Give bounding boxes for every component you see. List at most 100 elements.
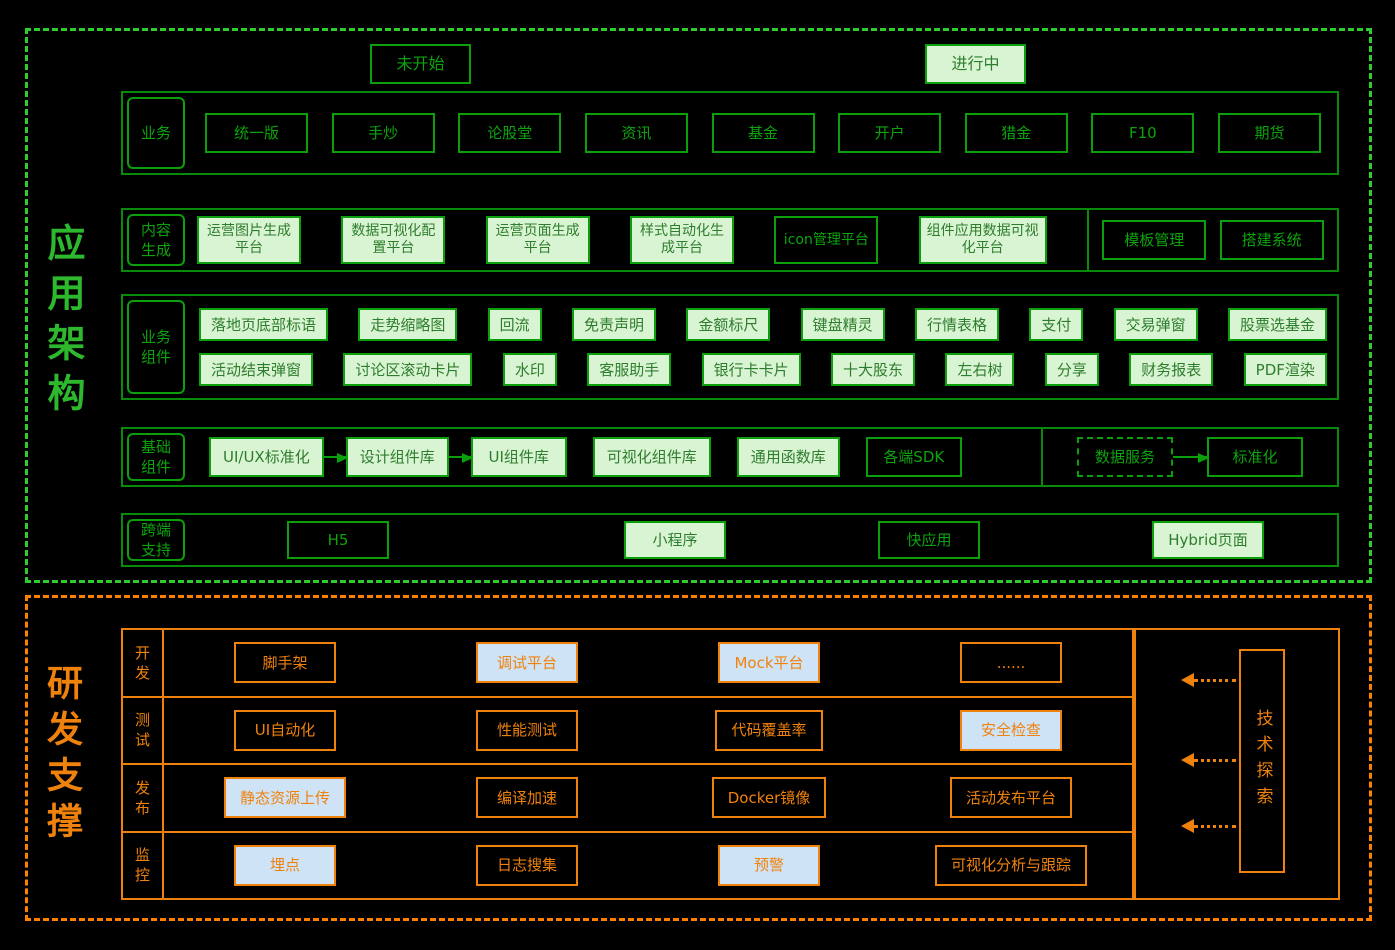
row-label: 开发 <box>123 630 164 696</box>
diagram-node: 走势缩略图 <box>358 308 458 341</box>
diagram-node: UI组件库 <box>470 437 567 477</box>
arrow-left-icon <box>1181 753 1236 767</box>
arrow-right-icon <box>323 453 348 463</box>
diagram-node: 性能测试 <box>476 709 578 751</box>
diagram-node: 统一版 <box>205 113 308 153</box>
diagram-node: 落地页底部标语 <box>199 308 329 341</box>
diagram-node: 开户 <box>838 113 942 153</box>
diagram-node: 样式自动化生成平台 <box>629 216 734 264</box>
diagram-node: 模板管理 <box>1102 220 1207 260</box>
row-label: 发布 <box>123 765 164 831</box>
diagram-node: 数据可视化配置平台 <box>341 216 446 264</box>
row-testing: 测试 UI自动化 性能测试 代码覆盖率 安全检查 <box>123 695 1132 763</box>
row-label: 监控 <box>123 832 164 898</box>
legend-not-started: 未开始 <box>370 44 471 84</box>
diagram-node: 通用函数库 <box>736 437 840 477</box>
diagram-node: 期货 <box>1218 113 1321 153</box>
diagram-node: 脚手架 <box>234 642 336 684</box>
row-release: 发布 静态资源上传 编译加速 Docker镜像 活动发布平台 <box>123 763 1132 831</box>
diagram-node: 代码覆盖率 <box>715 709 823 751</box>
row-label: 业务组件 <box>127 300 185 394</box>
diagram-node: 资讯 <box>584 113 688 153</box>
components-subrow: 落地页底部标语 走势缩略图 回流 免责声明 金额标尺 键盘精灵 行情表格 支付 … <box>189 308 1337 341</box>
diagram-node: Docker镜像 <box>711 777 827 819</box>
diagram-node: PDF渲染 <box>1243 353 1327 386</box>
diagram-node: 交易弹窗 <box>1113 308 1198 341</box>
diagram-node: 预警 <box>718 844 820 886</box>
diagram-node: 行情表格 <box>914 308 999 341</box>
diagram-node: 讨论区滚动卡片 <box>343 353 473 386</box>
diagram-node: 调试平台 <box>476 642 578 684</box>
diagram-node: 分享 <box>1044 353 1099 386</box>
row-content-generation: 内容生成 运营图片生成平台 数据可视化配置平台 运营页面生成平台 样式自动化生成… <box>121 208 1339 272</box>
row-monitoring: 监控 埋点 日志搜集 预警 可视化分析与跟踪 <box>123 830 1132 898</box>
diagram-node: 埋点 <box>234 844 336 886</box>
diagram-node: 可视化分析与跟踪 <box>934 844 1087 886</box>
app-section-title: 应用架构 <box>41 223 85 423</box>
diagram-node: 数据服务 <box>1077 437 1173 477</box>
diagram-node: 搭建系统 <box>1219 220 1324 260</box>
arrow-right-icon <box>448 453 473 463</box>
diagram-node: 金额标尺 <box>686 308 771 341</box>
arrow-left-icon <box>1181 673 1236 687</box>
diagram-node: icon管理平台 <box>774 216 879 264</box>
diagram-node: 支付 <box>1029 308 1084 341</box>
row-label: 业务 <box>127 97 185 169</box>
row-cross-platform: 跨端支持 H5 小程序 快应用 Hybrid页面 <box>121 513 1339 567</box>
diagram-node: 基金 <box>711 113 815 153</box>
diagram-node: 免责声明 <box>571 308 656 341</box>
diagram-node: 手炒 <box>331 113 435 153</box>
diagram-node: UI自动化 <box>234 709 336 751</box>
row-business: 业务 统一版 手炒 论股堂 资讯 基金 开户 猎金 F10 期货 <box>121 91 1339 175</box>
row-base-components: 基础组件 UI/UX标准化 设计组件库 UI组件库 可视化组件库 通用函数库 各… <box>121 427 1339 487</box>
data-service-subgroup: 数据服务 标准化 <box>1041 429 1337 485</box>
diagram-node: Hybrid页面 <box>1152 521 1264 559</box>
diagram-node: 可视化组件库 <box>592 437 711 477</box>
diagram-node: 运营图片生成平台 <box>197 216 301 264</box>
diagram-node: ...... <box>960 642 1062 684</box>
diagram-node: F10 <box>1091 113 1195 153</box>
row-development: 开发 脚手架 调试平台 Mock平台 ...... <box>123 630 1132 696</box>
row-label: 跨端支持 <box>127 519 185 561</box>
diagram-node: Mock平台 <box>718 642 820 684</box>
diagram-node: 小程序 <box>624 521 726 559</box>
row-business-components: 业务组件 落地页底部标语 走势缩略图 回流 免责声明 金额标尺 键盘精灵 行情表… <box>121 294 1339 400</box>
diagram-node: 日志搜集 <box>476 844 578 886</box>
arrow-right-icon <box>1173 453 1209 463</box>
diagram-node: 活动发布平台 <box>949 777 1072 819</box>
diagram-node: 键盘精灵 <box>800 308 885 341</box>
diagram-node: H5 <box>287 521 389 559</box>
diagram-node: 标准化 <box>1207 437 1303 477</box>
dev-support-grid: 开发 脚手架 调试平台 Mock平台 ...... 测试 UI自动化 性能测试 … <box>121 628 1134 900</box>
diagram-node: 股票选基金 <box>1227 308 1327 341</box>
diagram-node: 水印 <box>502 353 557 386</box>
tech-explore-box: 技术探索 <box>1239 649 1285 873</box>
platform-subgroup: 模板管理 搭建系统 <box>1086 210 1337 270</box>
arrow-left-icon <box>1181 819 1236 833</box>
dev-section-title: 研发支撑 <box>41 664 82 848</box>
diagram-node: 客服助手 <box>587 353 672 386</box>
diagram-node: 组件应用数据可视化平台 <box>918 216 1047 264</box>
diagram-node: 论股堂 <box>458 113 562 153</box>
row-label: 测试 <box>123 697 164 763</box>
diagram-node: 快应用 <box>878 521 980 559</box>
diagram-node: 活动结束弹窗 <box>199 353 314 386</box>
legend-in-progress: 进行中 <box>925 44 1026 84</box>
diagram-node: 财务报表 <box>1129 353 1214 386</box>
app-architecture-section: 应用架构 未开始 进行中 业务 统一版 手炒 论股堂 资讯 基金 开户 猎金 F… <box>25 28 1372 583</box>
diagram-node: 回流 <box>487 308 542 341</box>
diagram-node: 银行卡卡片 <box>701 353 801 386</box>
diagram-node: 设计组件库 <box>345 437 449 477</box>
diagram-node: 猎金 <box>964 113 1068 153</box>
diagram-node: 左右树 <box>945 353 1015 386</box>
diagram-node: UI/UX标准化 <box>209 437 324 477</box>
row-label: 内容生成 <box>127 214 185 266</box>
dev-support-section: 研发支撑 开发 脚手架 调试平台 Mock平台 ...... 测试 UI自动化 … <box>25 595 1372 921</box>
components-subrow: 活动结束弹窗 讨论区滚动卡片 水印 客服助手 银行卡卡片 十大股东 左右树 分享… <box>189 353 1337 386</box>
diagram-node: 编译加速 <box>476 777 578 819</box>
diagram-node: 静态资源上传 <box>223 777 346 819</box>
row-label: 基础组件 <box>127 433 185 481</box>
diagram-node: 运营页面生成平台 <box>485 216 590 264</box>
diagram-node: 安全检查 <box>960 709 1062 751</box>
